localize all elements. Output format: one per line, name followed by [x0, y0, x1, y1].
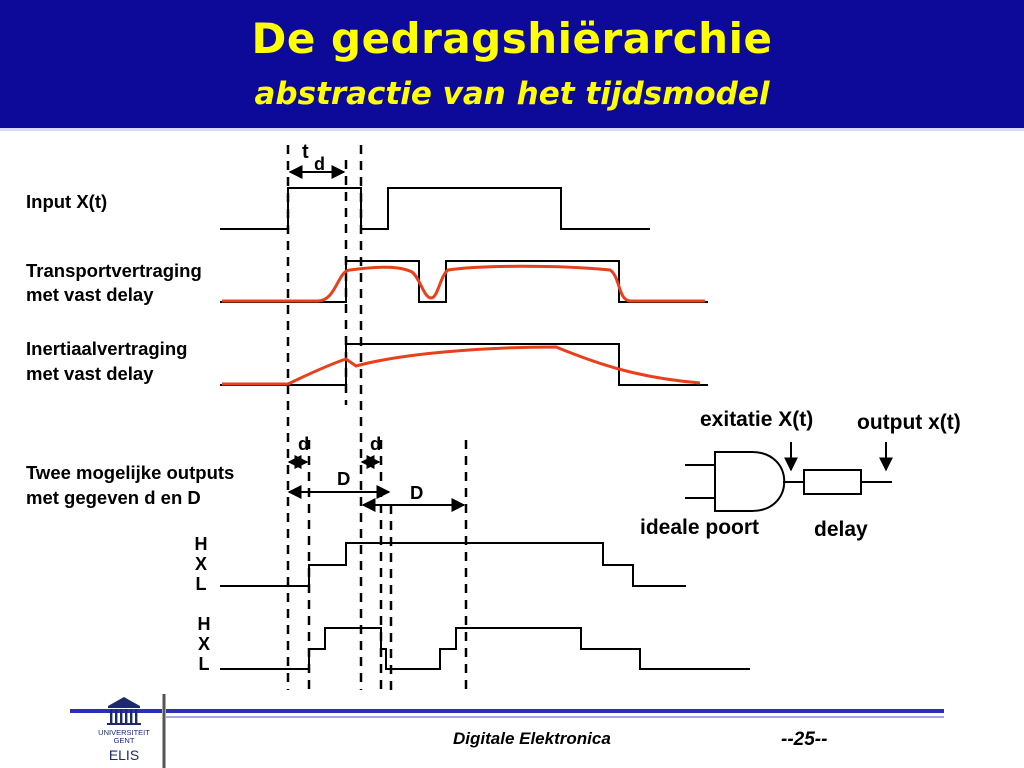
two-outputs-label-line2: met gegeven d en D — [26, 487, 201, 508]
d-label-left: d — [298, 433, 310, 454]
transport-waveform — [220, 260, 708, 303]
output2-waveform — [220, 627, 706, 670]
transport-analog-curve — [222, 264, 705, 303]
logo-gent-text: GENT — [113, 736, 135, 745]
slide-header: De gedragshiërarchie abstractie van het … — [0, 0, 1024, 131]
input-label: Input X(t) — [26, 191, 108, 212]
transport-label-line1: Transportvertraging — [26, 260, 202, 281]
logo-elis-text: ELIS — [108, 747, 140, 763]
transport-label-line2: met vast delay — [26, 284, 154, 305]
gate-delay-label: delay — [814, 518, 868, 541]
output1-level-l: L — [195, 574, 207, 594]
td-label-t: t — [302, 141, 309, 163]
footer-page-number: --25-- — [781, 729, 828, 750]
inertial-waveform — [220, 343, 708, 386]
gate-output-label: output x(t) — [857, 411, 961, 434]
logo-university-text: UNIVERSITEIT — [98, 728, 150, 737]
temple-icon — [107, 697, 141, 725]
two-outputs-label-line1: Twee mogelijke outputs — [26, 462, 235, 483]
output2-level-x: X — [197, 634, 210, 654]
td-label-d: d — [314, 154, 325, 174]
d-label-right: d — [370, 433, 382, 454]
inertial-label-line1: Inertiaalvertraging — [26, 338, 188, 359]
ideal-gate-symbol — [685, 442, 893, 512]
footer-course-title: Digitale Elektronica — [453, 729, 611, 748]
D-label-left: D — [337, 468, 351, 489]
input-waveform — [220, 187, 650, 230]
university-logo: UNIVERSITEIT GENT ELIS — [86, 692, 162, 768]
output1-level-x: X — [194, 554, 207, 574]
output1-waveform — [220, 542, 686, 587]
inertial-label-line2: met vast delay — [26, 363, 154, 384]
output2-level-h: H — [197, 614, 211, 634]
gate-exitatie-label: exitatie X(t) — [700, 408, 814, 431]
slide-title: De gedragshiërarchie — [251, 14, 773, 63]
output2-level-l: L — [198, 654, 210, 674]
D-label-right: D — [410, 482, 424, 503]
inertial-analog-curve — [222, 345, 701, 386]
output1-level-h: H — [194, 534, 208, 554]
gate-ideal-label: ideale poort — [640, 516, 760, 539]
slide-subtitle: abstractie van het tijdsmodel — [254, 76, 770, 112]
